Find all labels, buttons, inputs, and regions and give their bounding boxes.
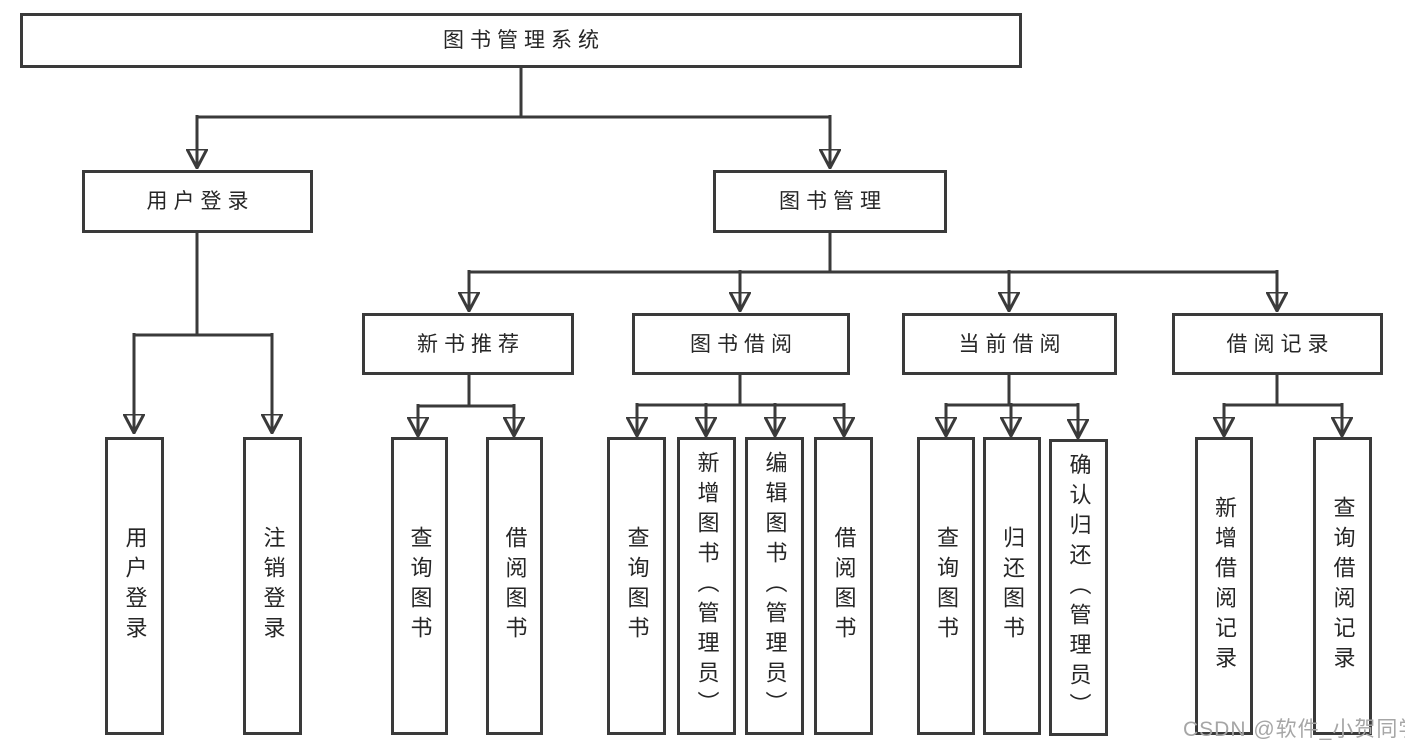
leaf-recommend-borrow-books: 借阅图书 (486, 437, 543, 735)
leaf-recommend-query-books: 查询图书 (391, 437, 448, 735)
node-book-management: 图书管理 (713, 170, 947, 233)
csdn-watermark: CSDN @软件_小贺同学 (1183, 718, 1405, 741)
node-label: 新增图书（管理员） (694, 451, 720, 721)
node-root-book-management-system: 图书管理系统 (20, 13, 1022, 68)
node-label: 借阅记录 (1226, 332, 1335, 356)
leaf-borrow-query-books: 查询图书 (607, 437, 666, 735)
node-label: 借阅图书 (831, 526, 857, 646)
node-label: 用户登录 (122, 526, 148, 646)
leaf-user-login: 用户登录 (105, 437, 164, 735)
leaf-edit-book-admin: 编辑图书（管理员） (745, 437, 804, 735)
leaf-return-books: 归还图书 (983, 437, 1041, 735)
leaf-add-borrow-record: 新增借阅记录 (1195, 437, 1253, 735)
node-label: 新书推荐 (417, 332, 525, 356)
leaf-confirm-return-admin: 确认归还（管理员） (1049, 439, 1108, 736)
node-borrowing-records: 借阅记录 (1172, 313, 1383, 375)
node-book-borrowing: 图书借阅 (632, 313, 850, 375)
node-label: 注销登录 (260, 526, 286, 646)
node-label: 确认归还（管理员） (1066, 452, 1092, 723)
leaf-logout: 注销登录 (243, 437, 302, 735)
leaf-add-book-admin: 新增图书（管理员） (677, 437, 736, 735)
node-label: 图书借阅 (690, 332, 798, 356)
leaf-current-query-books: 查询图书 (917, 437, 975, 735)
node-label: 查询图书 (934, 526, 959, 646)
node-label: 图书管理系统 (443, 29, 605, 52)
node-label: 查询图书 (624, 526, 650, 646)
node-label: 查询借阅记录 (1330, 496, 1356, 676)
node-label: 查询图书 (407, 526, 433, 646)
node-new-book-recommend: 新书推荐 (362, 313, 574, 375)
node-current-borrowing: 当前借阅 (902, 313, 1117, 375)
node-label: 当前借阅 (958, 332, 1067, 356)
node-label: 用户登录 (146, 190, 255, 213)
node-label: 归还图书 (1000, 526, 1025, 646)
node-user-login: 用户登录 (82, 170, 313, 233)
node-label: 借阅图书 (502, 526, 528, 646)
node-label: 新增借阅记录 (1212, 496, 1237, 676)
node-label: 图书管理 (779, 190, 887, 213)
leaf-query-borrow-record: 查询借阅记录 (1313, 437, 1372, 735)
leaf-borrow-books: 借阅图书 (814, 437, 873, 735)
node-label: 编辑图书（管理员） (762, 451, 788, 721)
